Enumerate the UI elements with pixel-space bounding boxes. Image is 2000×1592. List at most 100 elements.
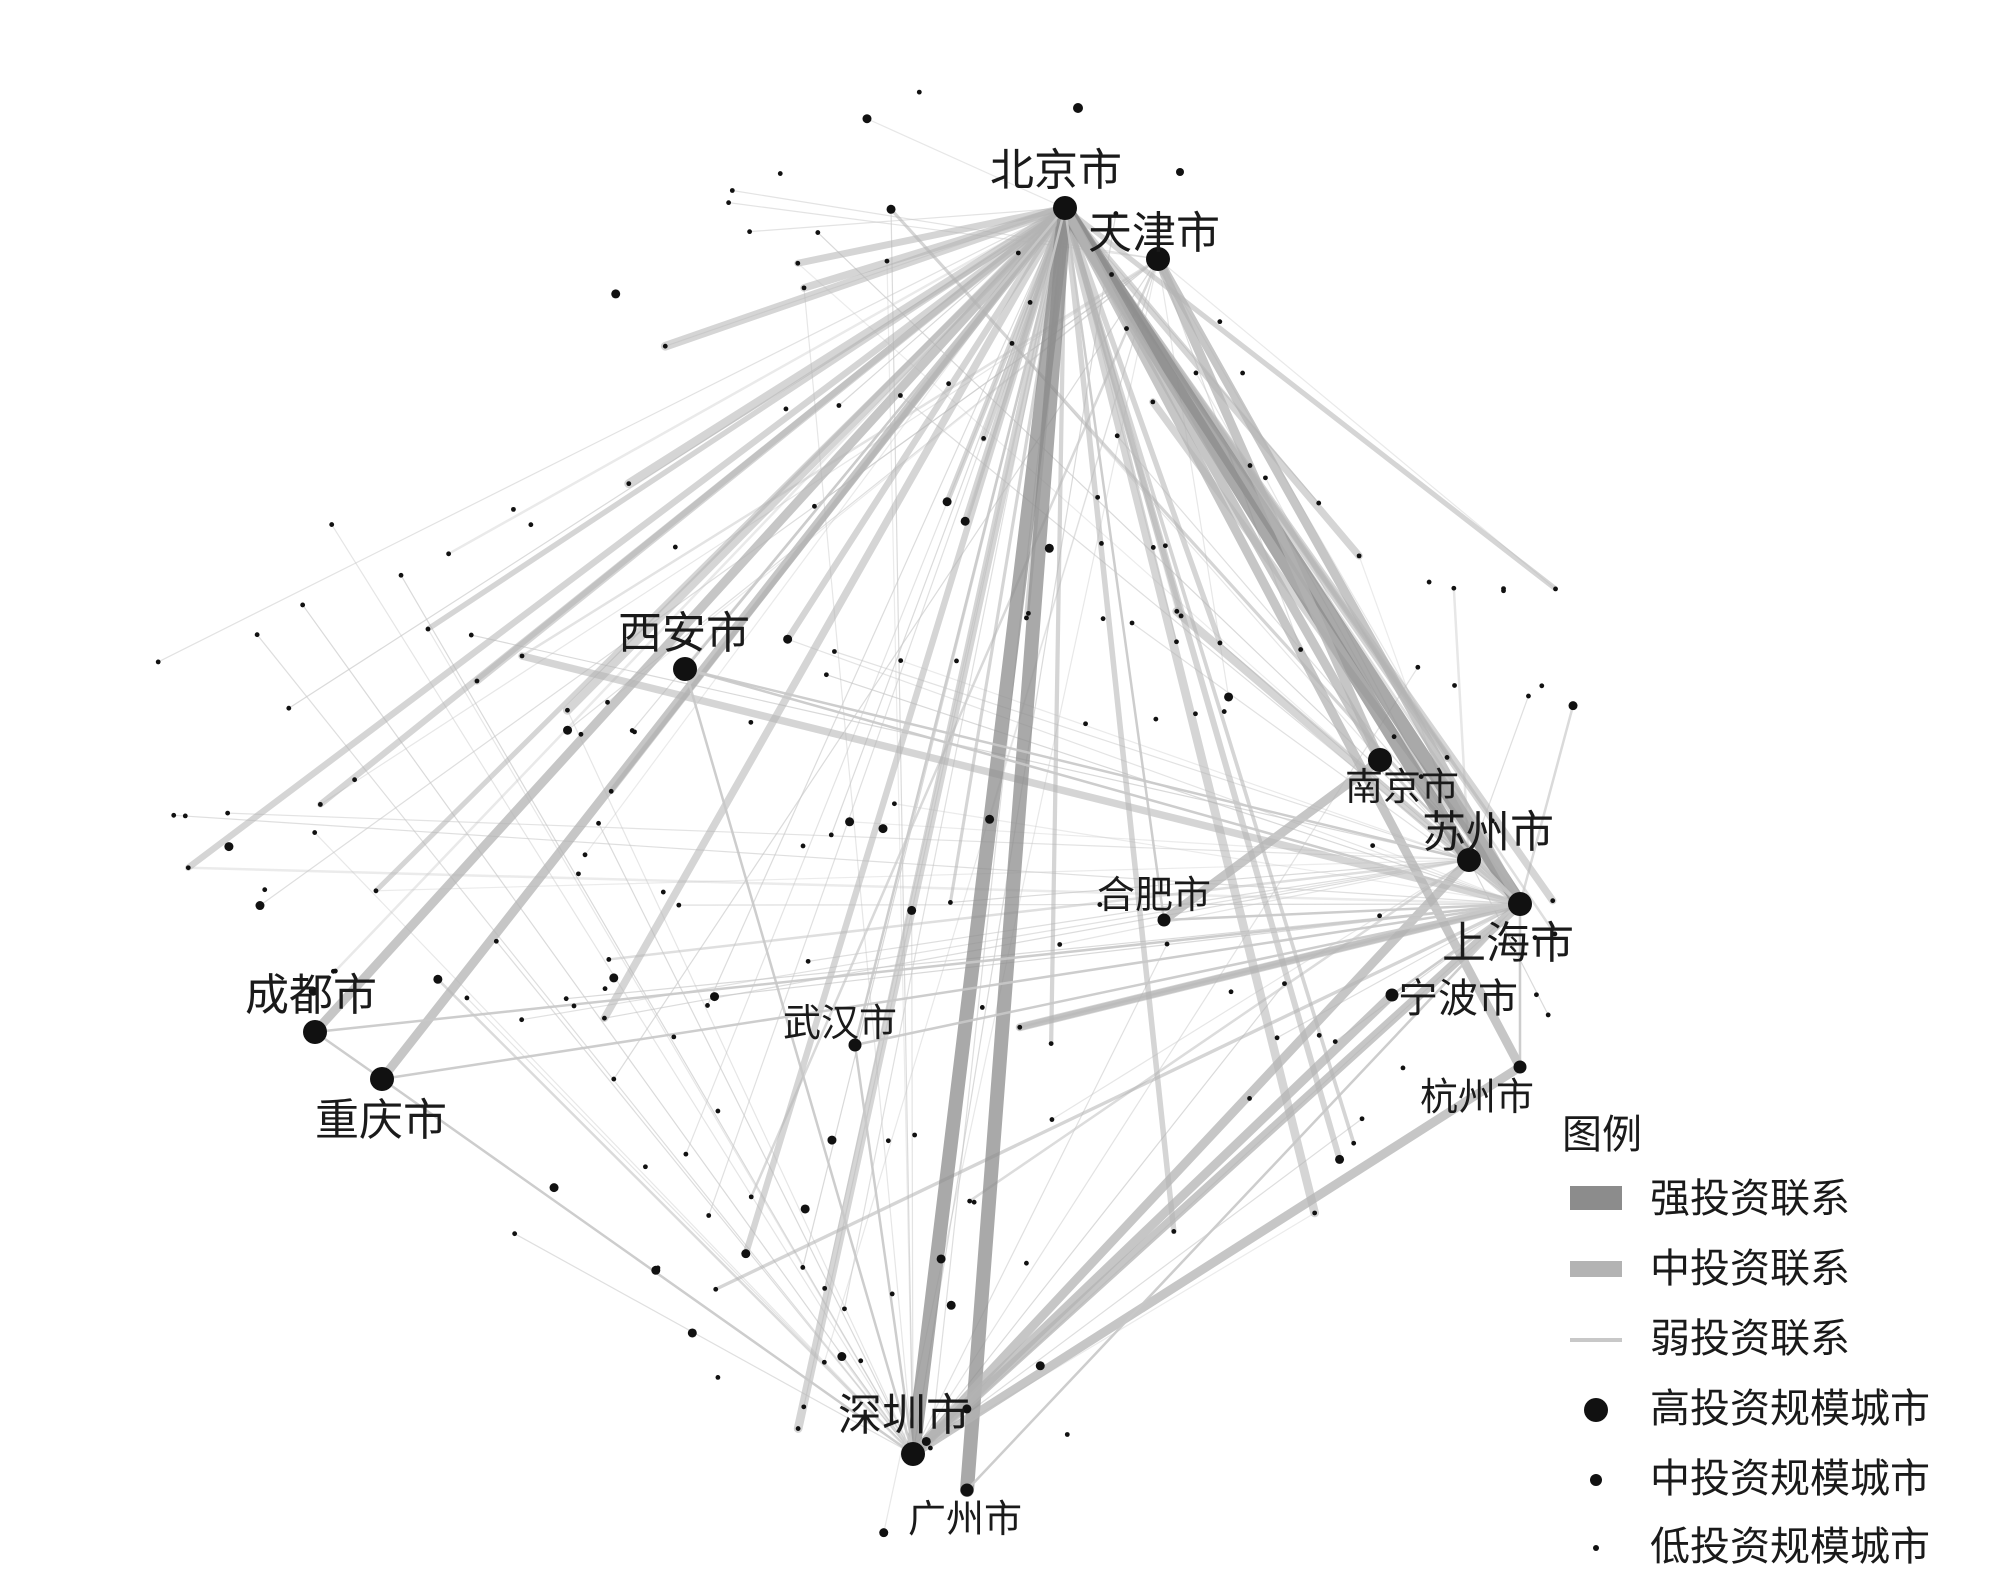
minor-city-node [1217,319,1223,325]
minor-city-node [1316,500,1322,506]
city-node-nanjing [1368,748,1392,772]
minor-city-node [1153,716,1159,722]
minor-city-node [954,658,959,664]
minor-city-node [1049,1117,1055,1122]
minor-city-node [713,1286,719,1292]
legend-label-strong-link: 强投资联系 [1650,1176,1850,1222]
minor-city-node [1025,610,1031,616]
minor-city-node [373,888,379,894]
legend-label-low-city: 低投资规模城市 [1650,1524,1930,1570]
minor-city-node [946,381,952,387]
medium-link-line [185,204,1069,871]
minor-city-node [1114,433,1120,439]
minor-city-node [815,230,821,235]
minor-city-node [1240,370,1246,376]
minor-city-node [886,204,896,214]
minor-city-node [626,481,632,487]
minor-city-node [608,788,614,794]
weak-link-line [613,258,1159,1080]
minor-city-node [822,1285,828,1291]
minor-city-node [224,842,234,852]
minor-city-node [985,814,995,824]
medium-link-line [1049,205,1068,1046]
weak-link-line [749,207,1066,233]
minor-city-node [805,958,811,964]
link-xian-suzhou [683,667,1471,862]
minor-city-node [967,1198,973,1204]
minor-city-node [1274,1035,1280,1041]
minor-city-node [1534,992,1539,998]
minor-city-node [971,1199,977,1205]
minor-city-node [845,817,855,827]
legend-title: 图例 [1562,1112,1642,1158]
minor-city-node [1217,640,1223,646]
weak-link-line [968,858,1471,1203]
medium-link-line [1063,206,1356,1146]
minor-city-node [464,995,470,1001]
legend-marker-mid-city [1590,1474,1602,1486]
city-label-chongqing: 重庆市 [315,1095,447,1146]
link-tianjin-nanjing [1153,254,1385,765]
minor-city-node [1024,1260,1029,1266]
link-chengdu-chongqing [313,1030,384,1081]
weak-link-line [495,940,914,1455]
weak-link-line [566,709,914,1455]
medium-link-line [794,204,1069,267]
medium-link-line [784,204,1069,643]
minor-city-node [1015,250,1021,256]
city-node-shanghai [1508,892,1532,916]
minor-city-node [1370,843,1376,848]
minor-city-node [312,830,318,835]
minor-city-node [1532,935,1538,941]
weak-link-line [514,1233,914,1455]
city-label-beijing: 北京市 [990,145,1122,196]
minor-city-node [1359,1116,1365,1122]
medium-link-line [1015,899,1525,1032]
minor-city-node [748,719,754,725]
minor-city-node [300,602,306,608]
minor-city-node [907,905,917,915]
minor-city-node [1124,326,1129,331]
minor-city-node [1526,693,1531,699]
minor-city-node [1400,1065,1406,1071]
city-node-suzhou [1457,848,1481,872]
minor-city-node [1247,463,1253,468]
city-node-tianjin [1146,247,1170,271]
minor-city-node [1176,168,1184,176]
minor-city-node [655,1265,661,1271]
minor-city-node [254,632,260,638]
weak-link-line [787,638,1521,905]
legend-label-medium-link: 中投资联系 [1650,1246,1850,1292]
link-guangzhou-shanghai [965,902,1522,1492]
minor-city-node [1073,103,1083,113]
minor-city-node [683,1151,689,1157]
weak-link-line [911,909,914,1455]
link-chongqing-shanghai [380,902,1522,1081]
minor-city-node [1489,818,1495,824]
medium-link-line [1060,203,1320,1218]
weak-link-line [447,206,1067,556]
minor-city-node [512,1231,518,1237]
city-label-suzhou: 苏州市 [1422,807,1554,858]
weak-link-line [1157,258,1557,590]
minor-city-node [748,1194,754,1200]
minor-city-node [801,285,807,291]
minor-city-node [1552,931,1558,937]
medium-link-line [600,204,1069,1022]
minor-city-node [1263,475,1268,481]
medium-link-line [1062,205,1559,592]
minor-city-node [1501,586,1506,592]
weak-link-line [603,859,1470,1019]
minor-city-node [783,634,793,644]
weak-link-line [706,207,1066,1007]
link-chengdu-shanghai [313,902,1522,1034]
link-nanjing-shanghai [1378,758,1522,906]
minor-city-node [1568,701,1578,711]
minor-city-node [1044,543,1054,553]
link-wuhan-beijing [853,206,1067,1047]
weak-link-line [607,858,1471,961]
minor-city-node [946,1300,956,1310]
main-links [310,201,1527,1497]
minor-city-node [474,678,480,684]
medium-link-line [889,207,1522,906]
